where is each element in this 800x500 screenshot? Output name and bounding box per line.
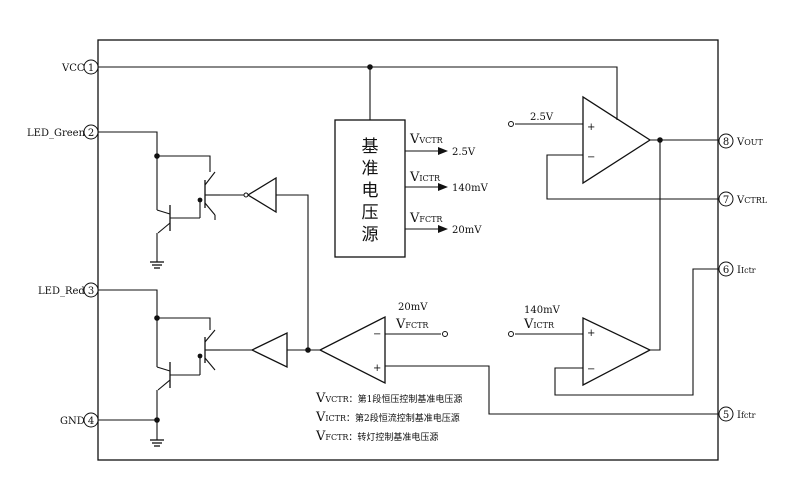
opamp-bl-plus: +	[373, 363, 381, 374]
pin-5-fctr[interactable]: 5 Ifctr	[718, 406, 756, 422]
chip-outline	[97, 39, 719, 461]
pin-2-number: 2	[88, 128, 94, 139]
legend-3: VFCTR：转灯控制基准电压源	[315, 429, 438, 444]
pin-5-label: Ifctr	[737, 410, 756, 421]
ref-out-3-value: 20mV	[452, 225, 482, 236]
opamp-bl-input-value: 20mV	[398, 302, 428, 313]
pin-3-led-red[interactable]: LED_Red 3	[38, 282, 99, 298]
vcc-rail	[98, 64, 618, 120]
ref-char-2: 准	[362, 159, 379, 179]
ref-out-3-label: VFCTR	[409, 211, 443, 226]
opamp-bottom-right: + − 140mV VICTR	[508, 268, 719, 396]
opamp-br-plus: +	[587, 328, 595, 339]
ref-char-5: 源	[362, 225, 379, 245]
buffer-bottom	[220, 331, 288, 369]
reference-voltage-block: 基 准 电 压 源 VVCTR 2.5V VICTR 140mV VFCTR 2…	[334, 119, 489, 258]
opamp-bottom-left: − + 20mV VFCTR	[276, 194, 719, 415]
pin-5-number: 5	[723, 410, 729, 421]
ref-out-2-value: 140mV	[452, 183, 489, 194]
pin-6-label: IIctr	[737, 265, 756, 276]
legend: VVCTR：第1段恒压控制基准电压源 VICTR：第2段恒流控制基准电压源 VF…	[315, 391, 462, 444]
opamp-br-minus: −	[587, 364, 595, 375]
pin-1-number: 1	[88, 63, 94, 74]
pin-4-gnd[interactable]: GND 4	[60, 412, 99, 428]
opamp-top-plus: +	[587, 122, 595, 133]
pin-8-label: VOUT	[736, 137, 764, 148]
opamp-top: + − 2.5V	[508, 95, 719, 351]
pin-3-label: LED_Red	[38, 286, 85, 297]
opamp-br-input-value: 140mV	[524, 305, 561, 316]
opamp-top-minus: −	[587, 152, 595, 163]
legend-1: VVCTR：第1段恒压控制基准电压源	[315, 391, 462, 406]
pin-2-led-green[interactable]: LED_Green 2	[27, 124, 99, 140]
pin-4-label: GND	[60, 416, 85, 427]
opamp-top-input-value: 2.5V	[530, 112, 554, 123]
opamp-bl-input-label: VFCTR	[395, 317, 429, 332]
legend-2: VICTR：第2段恒流控制基准电压源	[315, 410, 460, 425]
ref-char-1: 基	[362, 137, 379, 157]
ref-out-1-value: 2.5V	[452, 147, 476, 158]
pin-4-number: 4	[88, 416, 94, 427]
ref-char-4: 压	[362, 203, 379, 223]
pin-7-number: 7	[723, 195, 729, 206]
pin-1-label: VCC	[61, 63, 85, 74]
pin-6-ictr[interactable]: 6 IIctr	[718, 261, 756, 277]
pin-6-number: 6	[723, 265, 729, 276]
pin-2-label: LED_Green	[27, 128, 86, 139]
ref-out-1-label: VVCTR	[409, 132, 444, 147]
opamp-br-input-label: VICTR	[523, 317, 555, 332]
opamp-bl-minus: −	[373, 329, 381, 340]
green-led-driver	[98, 131, 220, 269]
ref-char-3: 电	[362, 181, 379, 201]
pin-8-vout[interactable]: 8 VOUT	[718, 133, 764, 149]
pin-8-circle	[718, 133, 734, 149]
pin-8-number: 8	[723, 137, 729, 148]
ref-out-2-label: VICTR	[409, 170, 441, 185]
pin-3-number: 3	[88, 286, 94, 297]
pin-7-label: VCTRL	[736, 195, 768, 206]
pin-7-vctrl[interactable]: 7 VCTRL	[718, 191, 768, 207]
red-led-driver	[98, 289, 220, 447]
buffer-top	[220, 176, 277, 214]
pin-1-vcc[interactable]: VCC 1	[61, 59, 99, 75]
